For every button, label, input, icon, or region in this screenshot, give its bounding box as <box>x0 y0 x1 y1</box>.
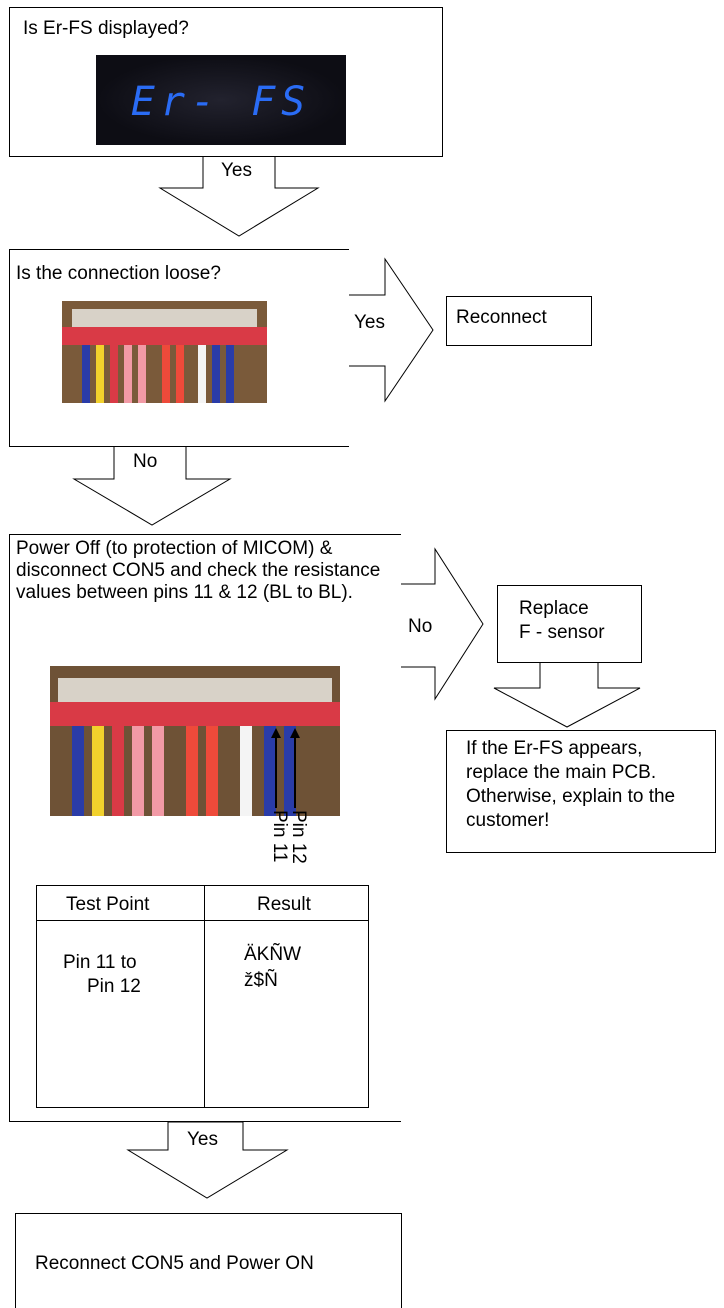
table-test-point-line1: Pin 11 to <box>63 952 137 973</box>
table-header-divider <box>36 885 369 921</box>
pin12-label: Pin 12 <box>288 810 309 864</box>
replace-box <box>497 585 642 663</box>
arrow3-down-label: Yes <box>187 1129 218 1150</box>
step1-question: Is Er-FS displayed? <box>23 18 189 39</box>
arrow-down-yes-3 <box>126 1121 289 1199</box>
note-box <box>446 730 716 853</box>
step3-instruction: Power Off (to protection of MICOM) & dis… <box>16 538 381 603</box>
connector-photo-small <box>62 301 267 403</box>
arrow-right-yes-2 <box>347 250 434 445</box>
reconnect-label: Reconnect <box>456 307 547 328</box>
arrow-down-yes-1 <box>158 151 320 237</box>
arrow2-down-label: No <box>133 451 158 472</box>
replace-line2: F - sensor <box>519 622 605 643</box>
arrow-down-replace <box>493 661 641 728</box>
replace-line1: Replace <box>519 598 589 619</box>
pin-pointer-arrows <box>271 728 300 808</box>
connector-photo-large <box>50 666 340 816</box>
table-result-line1: ÄKÑW <box>244 944 301 965</box>
note-text: If the Er-FS appears, replace the main P… <box>466 738 676 831</box>
table-column-divider <box>204 885 205 1108</box>
arrow2-right-label: Yes <box>354 312 385 333</box>
table-test-point-line2: Pin 12 <box>87 976 141 997</box>
arrow-down-no-2 <box>72 445 232 526</box>
table-result-line2: ž$Ñ <box>244 970 278 991</box>
table-header-result: Result <box>257 894 311 915</box>
er-fs-display-photo: Er- FS <box>96 55 346 145</box>
display-digits: Er- FS <box>131 79 312 125</box>
table-header-test-point: Test Point <box>66 894 150 915</box>
step2-question: Is the connection loose? <box>16 263 221 284</box>
reconnect-box <box>446 296 592 346</box>
arrow1-label: Yes <box>221 160 252 181</box>
arrow3-right-label: No <box>408 616 433 637</box>
final-box <box>15 1213 402 1308</box>
pin11-label: Pin 11 <box>269 810 290 863</box>
final-label: Reconnect CON5 and Power ON <box>35 1253 314 1274</box>
